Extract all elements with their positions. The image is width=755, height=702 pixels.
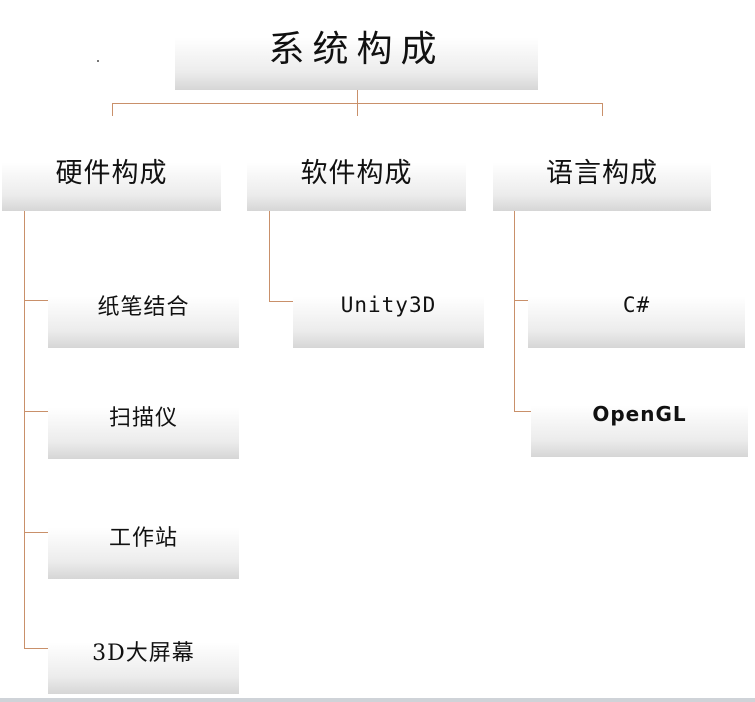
leaf-workstation-label: 工作站 bbox=[108, 526, 178, 551]
category-software-label: 软件构成 bbox=[300, 158, 413, 189]
category-language: 语言构成 bbox=[493, 130, 711, 211]
connector-language bbox=[602, 103, 603, 116]
leaf-unity3d-label: Unity3D bbox=[340, 293, 437, 317]
leaf-3d-screen: 3D大屏幕 bbox=[48, 608, 239, 694]
language-tick-2 bbox=[514, 411, 531, 412]
leaf-csharp: C# bbox=[528, 262, 745, 348]
root-node: 系统构成 bbox=[175, 2, 538, 90]
leaf-paper-pen-label: 纸笔结合 bbox=[97, 295, 190, 320]
leaf-opengl-label: OpenGL bbox=[592, 402, 687, 426]
leaf-scanner-label: 扫描仪 bbox=[108, 406, 178, 431]
language-spine bbox=[514, 211, 515, 411]
bottom-edge-bar bbox=[0, 698, 755, 702]
leaf-opengl: OpenGL bbox=[531, 371, 748, 457]
category-software: 软件构成 bbox=[247, 130, 466, 211]
root-connector bbox=[357, 90, 358, 103]
root-label: 系统构成 bbox=[268, 29, 445, 70]
leaf-workstation: 工作站 bbox=[48, 493, 239, 579]
category-language-label: 语言构成 bbox=[546, 158, 658, 189]
software-spine bbox=[269, 211, 270, 301]
leaf-3d-screen-label: 3D大屏幕 bbox=[92, 641, 195, 666]
leaf-csharp-label: C# bbox=[622, 293, 651, 317]
category-hardware-label: 硬件构成 bbox=[55, 158, 168, 189]
leaf-unity3d: Unity3D bbox=[293, 262, 484, 348]
connector-software bbox=[357, 103, 358, 116]
leaf-scanner: 扫描仪 bbox=[48, 373, 239, 459]
software-tick-1 bbox=[269, 301, 293, 302]
hardware-tick-3 bbox=[24, 532, 48, 533]
category-hardware: 硬件构成 bbox=[2, 130, 221, 211]
stray-dot bbox=[97, 60, 99, 62]
hardware-spine bbox=[24, 211, 25, 648]
hardware-tick-2 bbox=[24, 411, 48, 412]
connector-hardware bbox=[112, 103, 113, 116]
hardware-tick-1 bbox=[24, 300, 48, 301]
language-tick-1 bbox=[514, 300, 528, 301]
leaf-paper-pen: 纸笔结合 bbox=[48, 262, 239, 348]
hardware-tick-4 bbox=[24, 648, 48, 649]
